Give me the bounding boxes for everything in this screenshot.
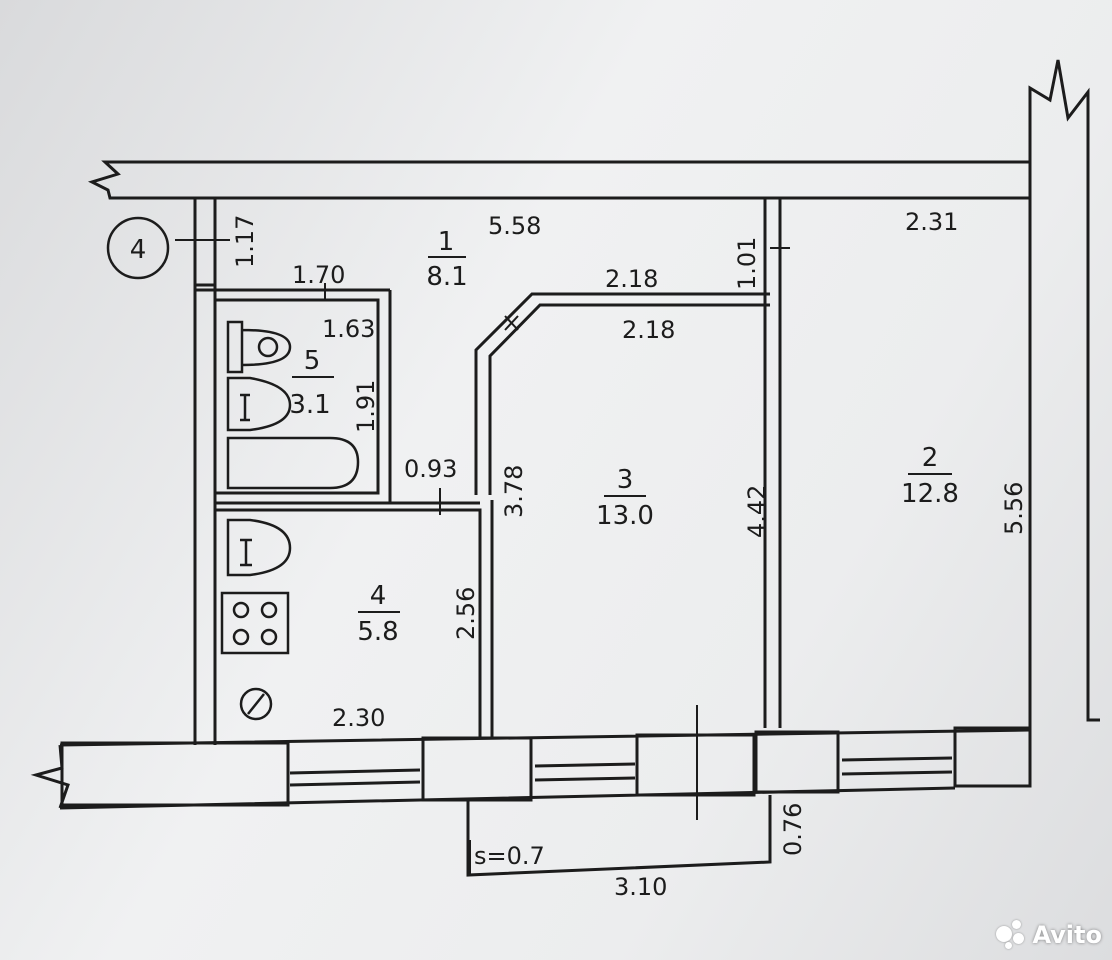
dim-2-30: 2.30 [332, 704, 385, 732]
room-2-label: 2 12.8 [901, 443, 959, 509]
window-3 [841, 756, 953, 776]
axis-marker-circle [106, 216, 170, 280]
svg-text:3: 3 [617, 465, 634, 495]
burner-2-icon [260, 601, 278, 619]
top-wall [87, 160, 1032, 200]
svg-text:5.8: 5.8 [357, 617, 398, 647]
wall-pier-5 [953, 726, 1032, 788]
dim-5-58: 5.58 [488, 212, 541, 240]
room-4-label: 4 5.8 [357, 581, 400, 647]
dim-1-91: 1.91 [352, 380, 380, 433]
svg-text:3.1: 3.1 [289, 390, 330, 420]
dim-1-70: 1.70 [292, 261, 345, 289]
axis-marker-label: 4 [130, 235, 147, 265]
wall-pier-4 [754, 730, 840, 794]
room-3-label: 3 13.0 [596, 465, 654, 531]
gas-meter-slash-icon [247, 693, 265, 715]
right-wall-break [1028, 59, 1100, 722]
left-wall [193, 198, 217, 745]
balcony-area: s=0.7 [474, 842, 545, 870]
dim-4-42: 4.42 [743, 485, 771, 538]
entry-wall [195, 283, 390, 292]
stove-icon [220, 591, 290, 655]
wall-pier-2 [421, 736, 533, 802]
balcony-outline [466, 795, 772, 877]
room3-angled-wall [474, 292, 770, 495]
toilet-bowl-icon [257, 336, 279, 358]
dim-2-31: 2.31 [905, 208, 958, 236]
room-5-label: 5 3.1 [289, 346, 334, 420]
kitchen-sink-icon [226, 518, 292, 577]
dim-3-78: 3.78 [500, 465, 528, 518]
bathtub-icon [226, 436, 360, 490]
dim-1-63: 1.63 [322, 315, 375, 343]
dim-2-18-bottom: 2.18 [622, 316, 675, 344]
svg-text:12.8: 12.8 [901, 479, 959, 509]
svg-text:8.1: 8.1 [426, 262, 467, 292]
burner-1-icon [232, 601, 250, 619]
dim-1-01: 1.01 [733, 237, 761, 290]
avito-watermark-text: Avito [1032, 921, 1102, 949]
gas-meter-icon [239, 687, 273, 721]
svg-text:4: 4 [370, 581, 387, 611]
dim-1-17: 1.17 [231, 215, 259, 268]
avito-logo-icon [996, 920, 1026, 950]
dim-5-56: 5.56 [1000, 482, 1028, 535]
dim-3-10: 3.10 [614, 873, 667, 901]
window-1 [289, 768, 421, 787]
sink-icon [226, 376, 292, 432]
wall-rooms-2-3 [763, 198, 782, 728]
room-1-label: 1 8.1 [426, 227, 467, 292]
svg-text:2: 2 [922, 443, 939, 473]
kitchen-walls [215, 500, 494, 738]
svg-text:5: 5 [304, 346, 321, 376]
burner-4-icon [260, 628, 278, 646]
svg-text:1: 1 [438, 227, 455, 257]
svg-text:13.0: 13.0 [596, 501, 654, 531]
burner-3-icon [232, 628, 250, 646]
dim-0-76: 0.76 [779, 803, 807, 856]
avito-watermark: Avito [996, 920, 1102, 950]
wall-pier-3 [635, 733, 756, 797]
window-2 [534, 762, 636, 782]
dim-2-56: 2.56 [452, 587, 480, 640]
wall-pier-1 [60, 741, 290, 807]
dim-2-18-top: 2.18 [605, 265, 658, 293]
bathroom-walls [215, 290, 480, 505]
toilet-icon [226, 320, 292, 374]
dim-0-93: 0.93 [404, 455, 457, 483]
